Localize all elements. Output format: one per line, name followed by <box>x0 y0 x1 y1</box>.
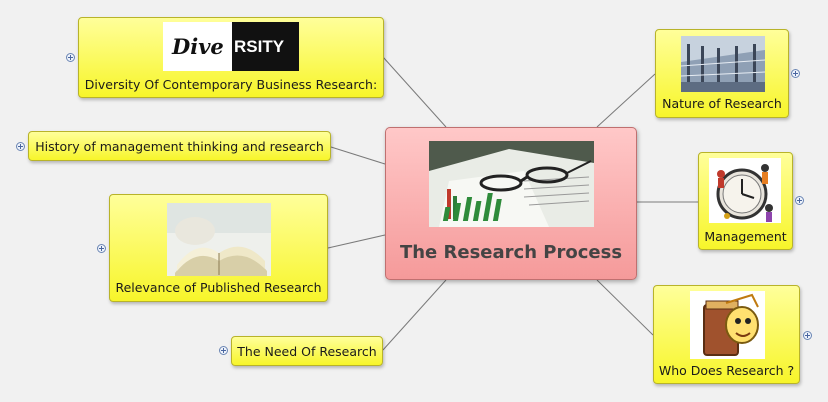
connector-who <box>596 279 654 336</box>
expand-relevance-icon[interactable] <box>97 244 106 253</box>
connector-relevance <box>327 234 386 249</box>
topic-nature-label: Nature of Research <box>662 96 782 111</box>
topic-relevance[interactable]: Relevance of Published Research <box>109 194 328 302</box>
central-topic-label: The Research Process <box>399 242 623 263</box>
diversity-logo-text-dark: Dive <box>172 34 224 59</box>
topic-diversity-label: Diversity Of Contemporary Business Resea… <box>84 77 378 92</box>
connector-diversity <box>382 56 447 128</box>
topic-diversity[interactable]: Dive RSITY Diversity Of Contemporary Bus… <box>78 17 384 98</box>
central-topic[interactable]: The Research Process <box>385 127 637 280</box>
topic-relevance-label: Relevance of Published Research <box>115 280 322 295</box>
topic-need[interactable]: The Need Of Research <box>231 336 383 366</box>
connector-nature <box>596 73 656 128</box>
expand-who-icon[interactable] <box>803 331 812 340</box>
open-book-image <box>167 203 271 276</box>
research-papers-image <box>429 141 594 227</box>
diversity-logo: Dive RSITY <box>163 22 299 71</box>
diversity-logo-text-light: RSITY <box>234 37 285 56</box>
topic-nature[interactable]: Nature of Research <box>655 29 789 118</box>
expand-need-icon[interactable] <box>219 346 228 355</box>
clock-people-image <box>709 158 781 223</box>
topic-who-label: Who Does Research ? <box>658 363 795 378</box>
topic-management[interactable]: Management <box>698 152 793 250</box>
topic-management-label: Management <box>704 229 787 244</box>
topic-who[interactable]: Who Does Research ? <box>653 285 800 384</box>
connector-history <box>330 146 386 165</box>
expand-diversity-icon[interactable] <box>66 53 75 62</box>
topic-need-label: The Need Of Research <box>237 344 377 359</box>
expand-history-icon[interactable] <box>16 142 25 151</box>
book-character-image <box>690 291 765 359</box>
building-interior-image <box>681 36 765 92</box>
connector-need <box>382 279 447 351</box>
expand-nature-icon[interactable] <box>791 69 800 78</box>
topic-history-label: History of management thinking and resea… <box>35 139 324 154</box>
expand-management-icon[interactable] <box>795 196 804 205</box>
topic-history[interactable]: History of management thinking and resea… <box>28 131 331 161</box>
